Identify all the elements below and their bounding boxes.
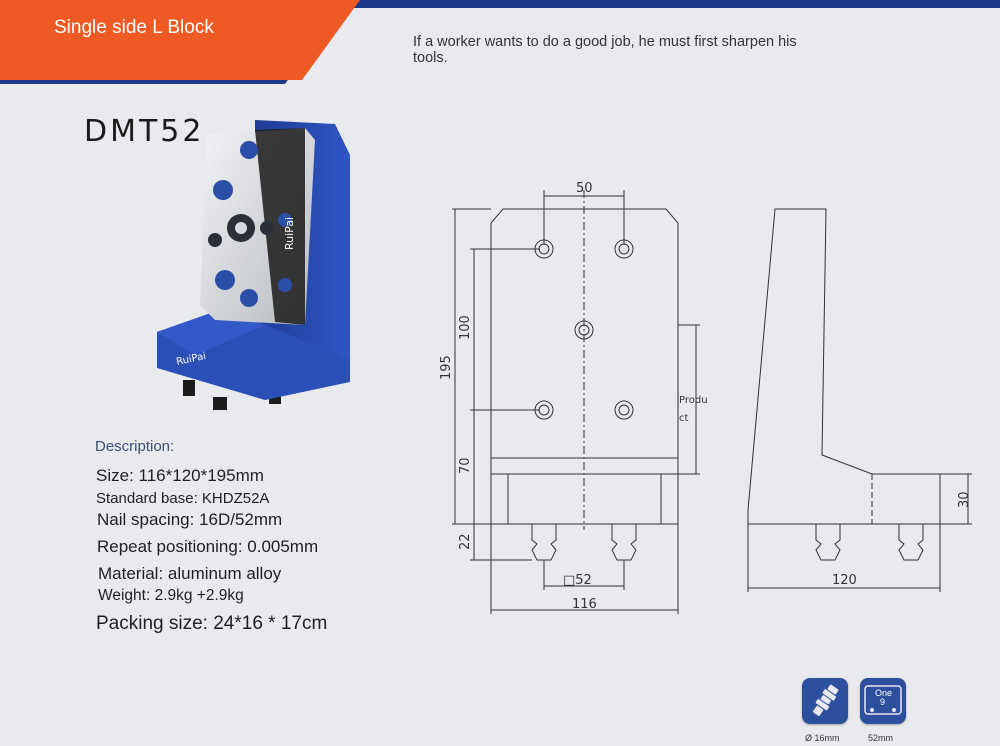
dim-total-height: 195 <box>439 355 454 380</box>
technical-drawing: 50 195 100 70 22 □52 116 30 120 Produ ct <box>439 181 972 614</box>
nail-diameter-icon <box>802 678 848 724</box>
brand-mark-upright: RuiPai <box>283 217 296 250</box>
spec-packing-size: Packing size: 24*16 * 17cm <box>96 613 328 634</box>
dim-width: 116 <box>572 597 597 612</box>
nail-spacing-label: 52mm <box>868 733 894 743</box>
spec-size: Size: 116*120*195mm <box>96 466 264 485</box>
header-banner <box>0 0 1000 84</box>
spec-material: Material: aluminum alloy <box>98 564 282 583</box>
dim-top-spacing: 50 <box>576 181 593 196</box>
spec-nail-spacing: Nail spacing: 16D/52mm <box>97 510 283 529</box>
motto-text: If a worker wants to do a good job, he m… <box>413 34 797 66</box>
product-label-line-1: Produ <box>679 395 708 406</box>
model-number: DMT52 <box>84 114 205 149</box>
dim-nail-length: 22 <box>458 533 473 550</box>
page-title: Single side L Block <box>54 17 214 38</box>
product-label-line-2: ct <box>679 413 688 424</box>
spec-repeat-positioning: Repeat positioning: 0.005mm <box>97 537 319 556</box>
dim-side-base: 30 <box>957 491 972 508</box>
dim-nail-spacing: □52 <box>563 573 592 588</box>
spacing-icon-text-bottom: 9 <box>880 697 885 707</box>
nail-diameter-label: Ø 16mm <box>805 733 840 743</box>
spec-standard-base: Standard base: KHDZ52A <box>96 490 270 507</box>
dim-hole-spacing: 100 <box>458 315 473 340</box>
dim-base-height: 70 <box>458 457 473 474</box>
spacing-icon-text-top: One <box>875 688 892 698</box>
spec-weight: Weight: 2.9kg +2.9kg <box>98 587 244 604</box>
product-image: RuiPai RuiPai <box>157 120 350 410</box>
nail-spacing-icon: One 9 <box>860 678 906 724</box>
description-heading: Description: <box>95 438 175 455</box>
dim-depth: 120 <box>832 573 857 588</box>
